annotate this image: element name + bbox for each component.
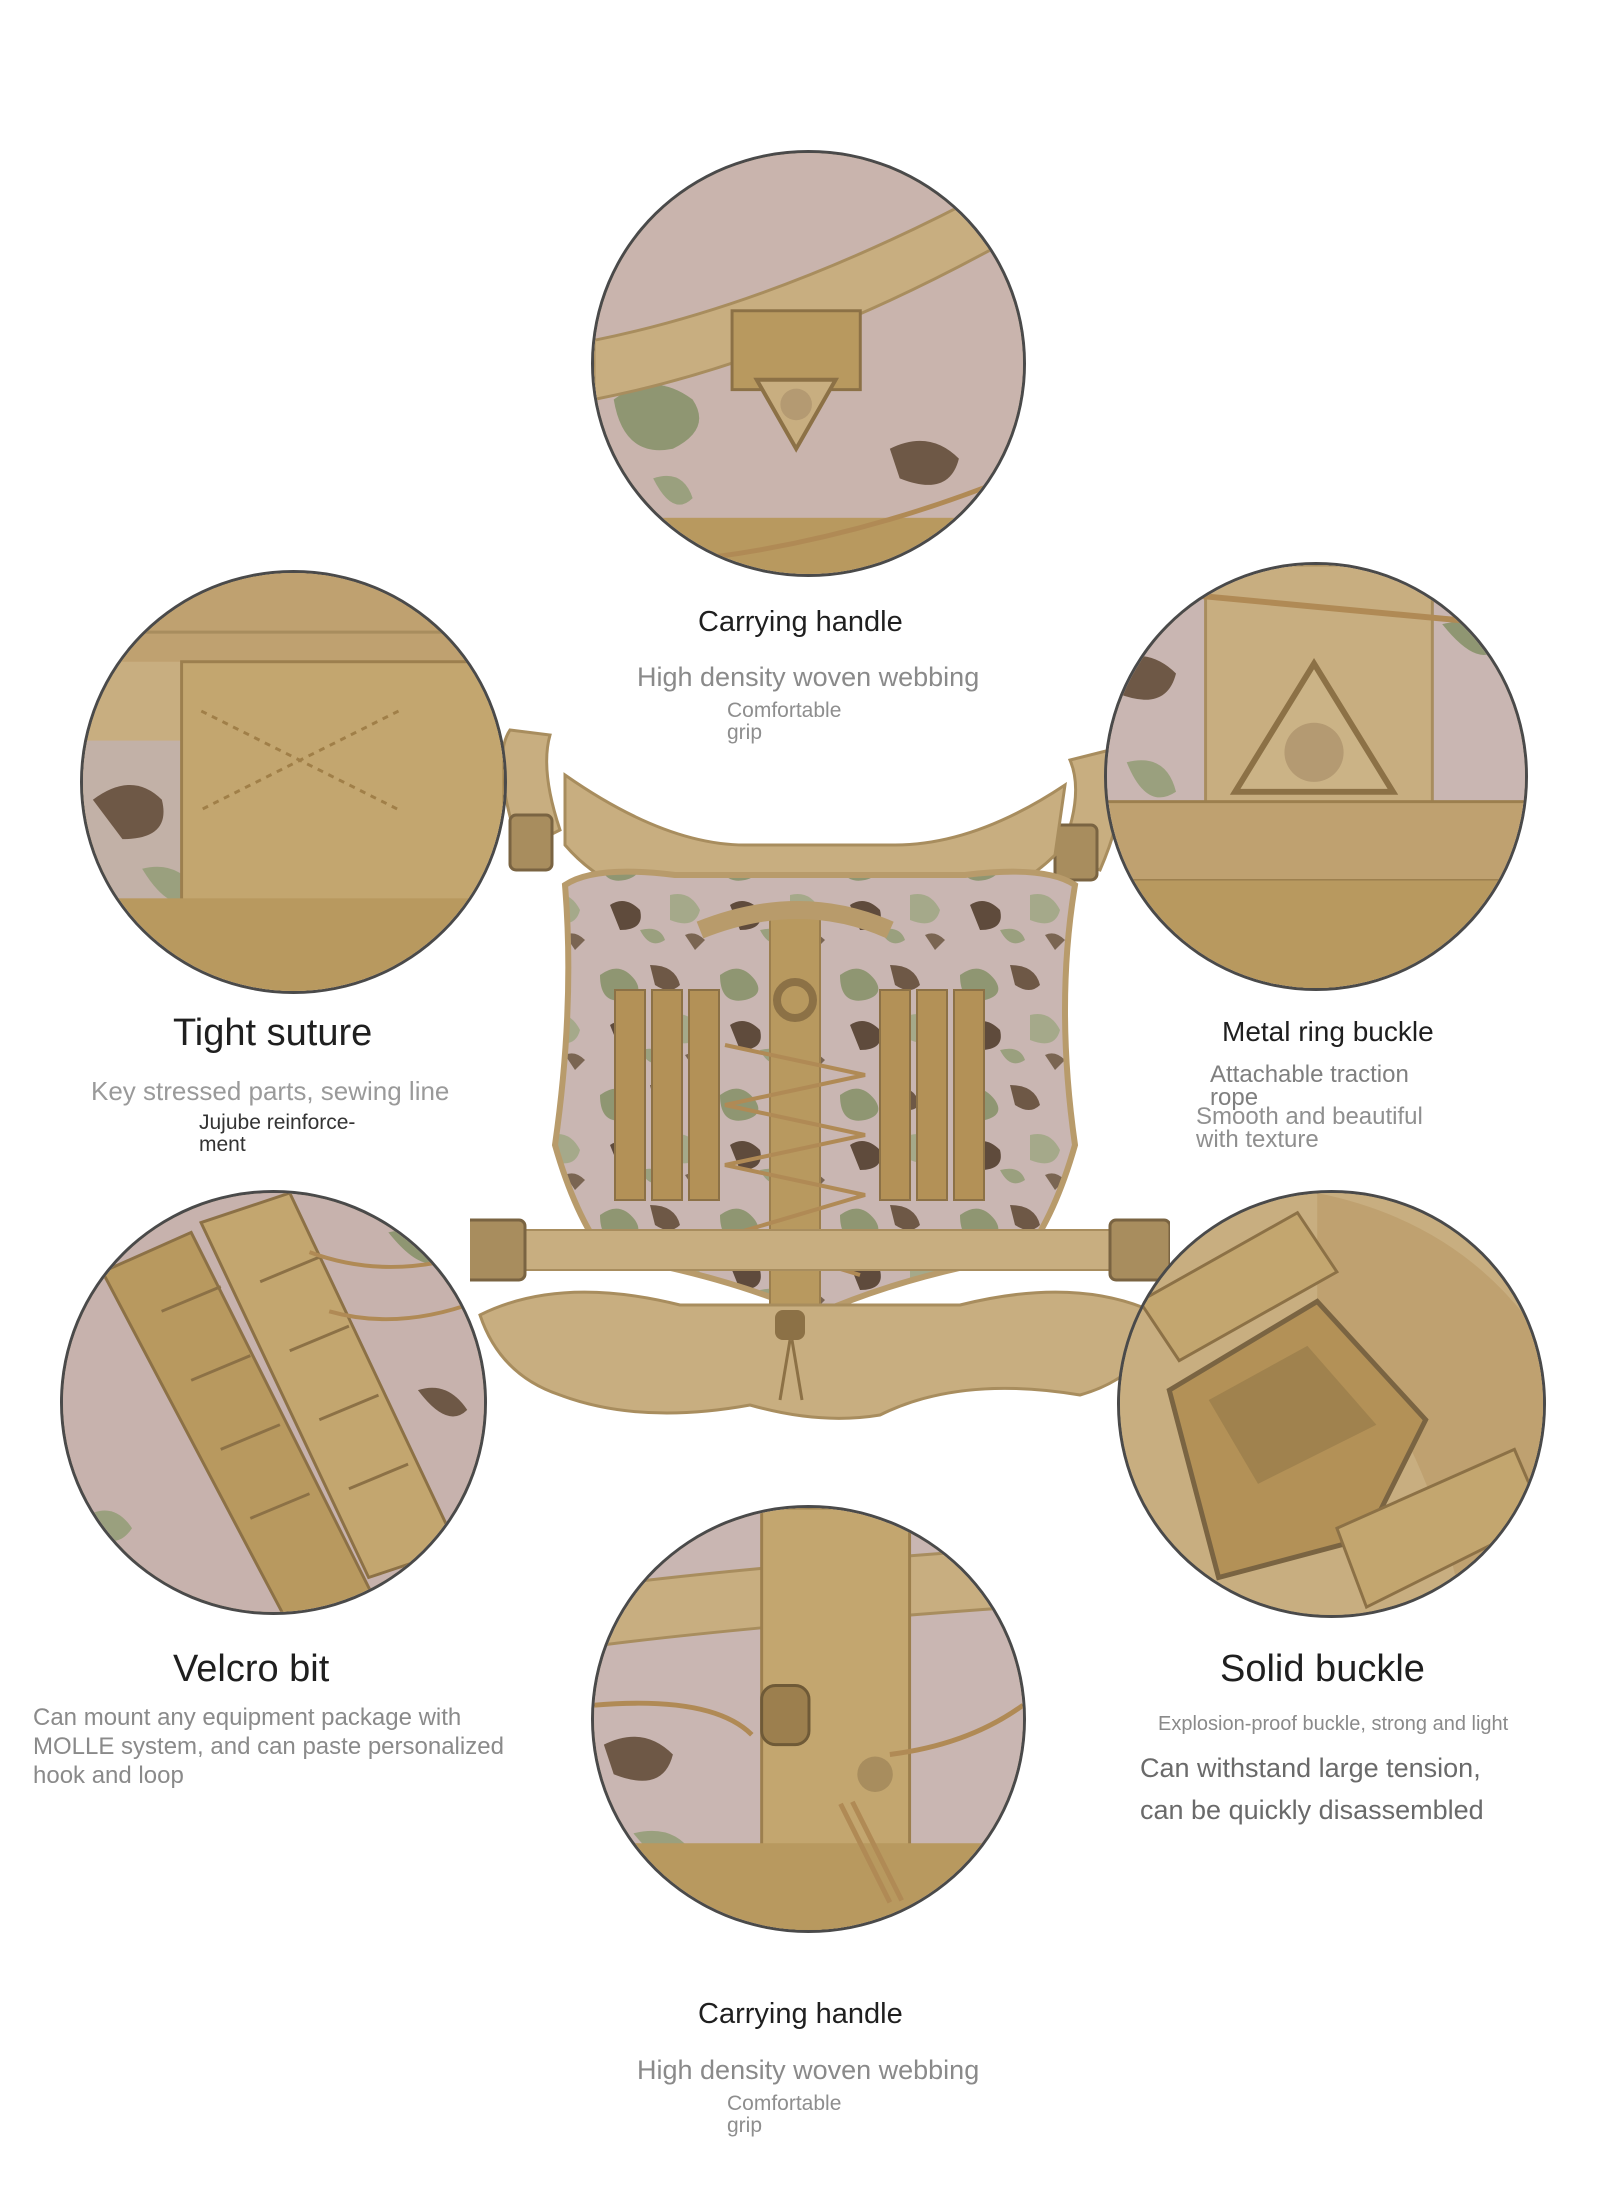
ring-buckle-title: Metal ring buckle: [1222, 1016, 1434, 1047]
velcro-desc-line2: MOLLE system, and can paste personalized: [33, 1732, 504, 1760]
ring-buckle-texture-line2: with texture: [1196, 1125, 1319, 1153]
velcro-title: Velcro bit: [173, 1648, 330, 1690]
velcro-desc-line1: Can mount any equipment package with: [33, 1704, 462, 1731]
velcro-desc: Can mount any equipment package with MOL…: [33, 1704, 504, 1790]
stitching-title: Tight suture: [173, 1012, 373, 1054]
bottom-handle-desc: High density woven webbing: [637, 2055, 980, 2085]
detail-circle-ring-buckle: [1104, 562, 1528, 991]
handle-grip-line2: grip: [727, 721, 763, 745]
bottom-handle-grip-line1: Comfortable: [727, 2092, 842, 2115]
handle-grip: Comfortable grip: [727, 699, 842, 745]
ring-buckle-traction-line1: Attachable traction: [1210, 1061, 1409, 1088]
stitching-reinforce-line2: ment: [199, 1133, 246, 1157]
bottom-handle-grip-line2: grip: [727, 2114, 763, 2138]
ring-buckle-traction-line2: rope: [1210, 1083, 1259, 1111]
solid-buckle-title: Solid buckle: [1220, 1648, 1425, 1690]
solid-buckle-tension-line2: can be quickly disassembled: [1140, 1794, 1484, 1825]
detail-circle-cord-lock: [591, 1505, 1026, 1933]
detail-circle-solid-buckle: [1117, 1190, 1546, 1618]
handle-title: Carrying handle: [698, 606, 903, 638]
detail-circle-handle: [591, 150, 1026, 577]
detail-circle-stitching: [80, 570, 507, 994]
detail-circle-velcro: [60, 1190, 487, 1615]
velcro-desc-line3: hook and loop: [33, 1761, 184, 1789]
bottom-handle-title: Carrying handle: [698, 1998, 903, 2030]
ring-buckle-traction: Attachable traction rope: [1210, 1061, 1409, 1111]
solid-buckle-tension-line1: Can withstand large tension,: [1140, 1753, 1481, 1783]
stitching-reinforce-line1: Jujube reinforce-: [199, 1111, 356, 1134]
handle-desc: High density woven webbing: [637, 662, 980, 692]
solid-buckle-tension: Can withstand large tension, can be quic…: [1140, 1748, 1484, 1832]
solid-buckle-desc: Explosion-proof buckle, strong and light: [1158, 1713, 1509, 1735]
stitching-desc: Key stressed parts, sewing line: [91, 1076, 450, 1106]
ring-buckle-texture: Smooth and beautiful with texture: [1196, 1103, 1423, 1153]
handle-grip-line1: Comfortable: [727, 699, 842, 722]
ring-buckle-texture-line1: Smooth and beautiful: [1196, 1103, 1423, 1130]
harness-product-image: [470, 728, 1170, 1420]
bottom-handle-grip: Comfortable grip: [727, 2092, 842, 2138]
stitching-reinforce: Jujube reinforce- ment: [199, 1111, 356, 1157]
